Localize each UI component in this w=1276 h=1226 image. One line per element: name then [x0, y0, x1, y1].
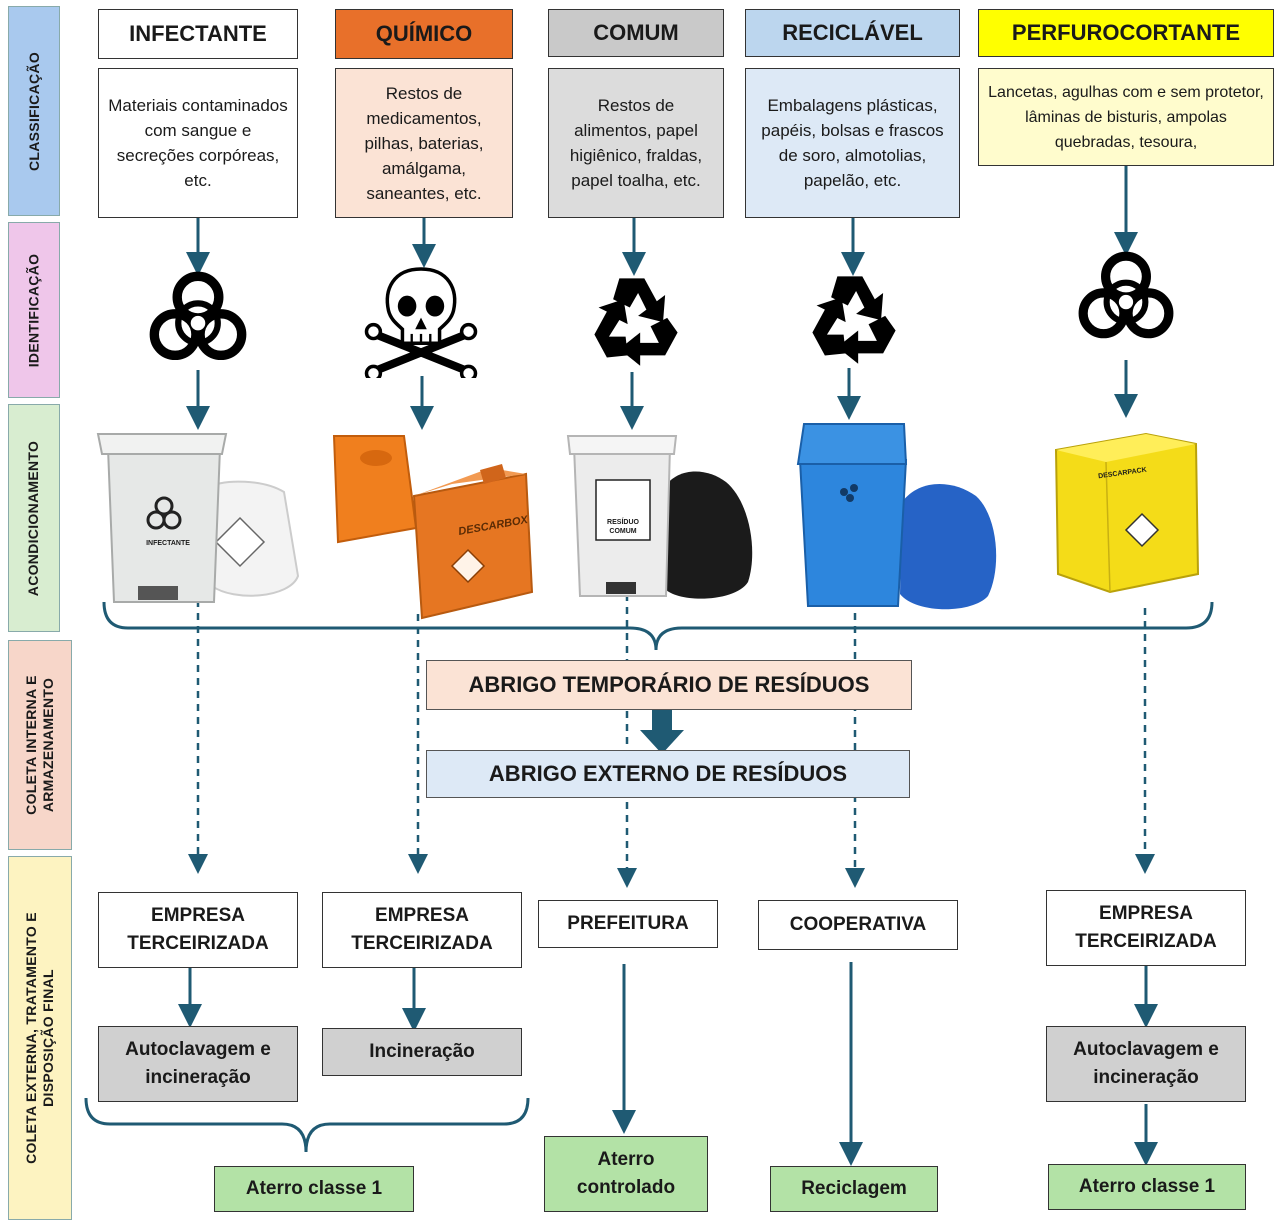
- perfurocortante-container-illustration: [1054, 432, 1200, 594]
- container-label-comum: RESÍDUO COMUM: [607, 519, 639, 535]
- final-aterro-classe-1-shared: Aterro classe 1: [214, 1166, 414, 1212]
- category-header-quimico: QUÍMICO: [335, 9, 513, 59]
- stage-label-coleta-externa: COLETA EXTERNA, TRATAMENTO E DISPOSIÇÃO …: [8, 856, 72, 1220]
- final-reciclavel: Reciclagem: [770, 1166, 938, 1212]
- category-header-perfurocortante: PERFUROCORTANTE: [978, 9, 1274, 57]
- category-description-infectante: Materiais contaminados com sangue e secr…: [98, 68, 298, 218]
- quimico-container-illustration: [332, 435, 534, 620]
- collector-perfurocortante: EMPRESA TERCEIRIZADA: [1046, 890, 1246, 966]
- final-perfurocortante: Aterro classe 1: [1048, 1164, 1246, 1210]
- category-header-reciclavel: RECICLÁVEL: [745, 9, 960, 57]
- category-description-perfurocortante: Lancetas, agulhas com e sem protetor, lâ…: [978, 68, 1274, 166]
- category-description-reciclavel: Embalagens plásticas, papéis, bolsas e f…: [745, 68, 960, 218]
- comum-container-illustration: [566, 435, 753, 599]
- collector-infectante: EMPRESA TERCEIRIZADA: [98, 892, 298, 968]
- recycle-icon: [594, 278, 678, 366]
- category-header-infectante: INFECTANTE: [98, 9, 298, 59]
- biohazard-icon: [1078, 251, 1174, 339]
- stage-label-identificacao: IDENTIFICAÇÃO: [8, 222, 60, 398]
- biohazard-icon: [149, 271, 247, 361]
- treatment-infectante: Autoclavagem e incineração: [98, 1026, 298, 1102]
- skull-crossbones-icon: [364, 267, 478, 378]
- treatment-perfurocortante: Autoclavagem e incineração: [1046, 1026, 1246, 1102]
- recycle-icon: [812, 276, 896, 364]
- category-description-quimico: Restos de medicamentos, pilhas, baterias…: [335, 68, 513, 218]
- reciclavel-container-illustration: [796, 423, 997, 610]
- infectante-container-illustration: [96, 433, 300, 603]
- collector-quimico: EMPRESA TERCEIRIZADA: [322, 892, 522, 968]
- stage-label-acondicionamento: ACONDICIONAMENTO: [8, 404, 60, 632]
- final-comum: Aterro controlado: [544, 1136, 708, 1212]
- stage-label-classificacao: CLASSIFICAÇÃO: [8, 6, 60, 216]
- stage-label-coleta-interna: COLETA INTERNA E ARMAZENAMENTO: [8, 640, 72, 850]
- category-description-comum: Restos de alimentos, papel higiênico, fr…: [548, 68, 724, 218]
- abrigo-temporario-box: ABRIGO TEMPORÁRIO DE RESÍDUOS: [426, 660, 912, 710]
- collector-reciclavel: COOPERATIVA: [758, 900, 958, 950]
- treatment-quimico: Incineração: [322, 1028, 522, 1076]
- collector-comum: PREFEITURA: [538, 900, 718, 948]
- abrigo-externo-box: ABRIGO EXTERNO DE RESÍDUOS: [426, 750, 910, 798]
- container-label-infectante: INFECTANTE: [146, 540, 190, 547]
- category-header-comum: COMUM: [548, 9, 724, 57]
